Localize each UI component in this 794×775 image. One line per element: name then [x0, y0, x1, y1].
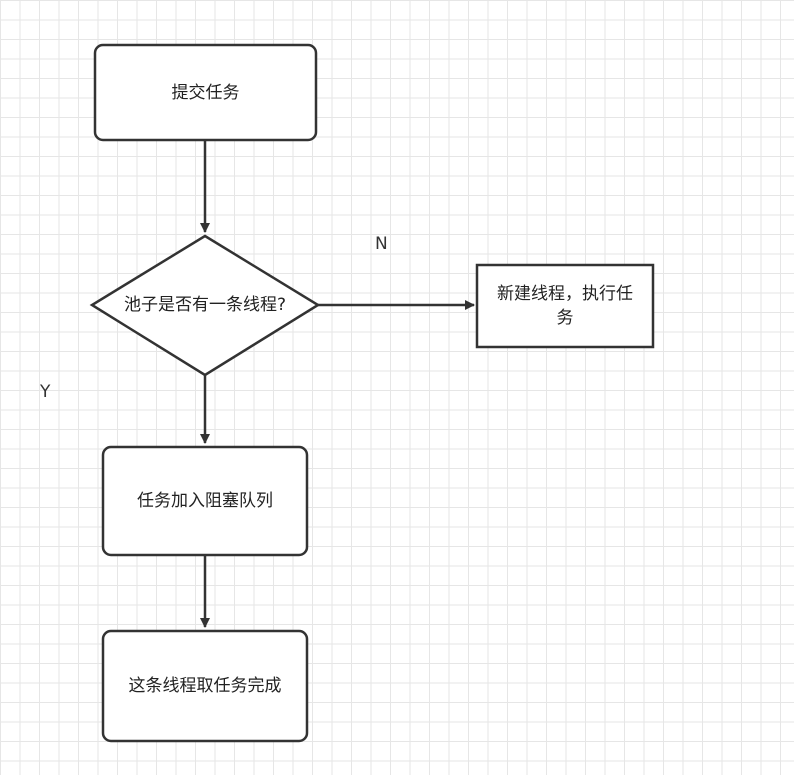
edge-label-yes: Y	[40, 382, 51, 402]
submit-task-label: 提交任务	[171, 82, 240, 103]
take-task-label: 这条线程取任务完成	[128, 676, 282, 696]
enqueue-label: 任务加入阻塞队列	[137, 491, 273, 511]
new-thread-box	[475, 263, 655, 349]
edge-label-no: N	[375, 234, 388, 254]
take-task-box	[101, 629, 309, 743]
decision-label: 池子是否有一条线程?	[123, 295, 287, 315]
new-thread-label: 新建线程，执行任务	[497, 284, 633, 328]
